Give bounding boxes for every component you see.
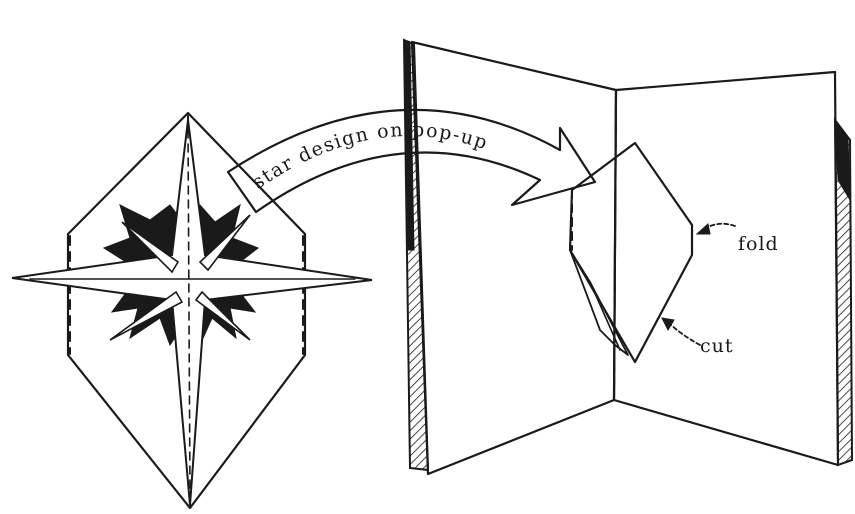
pop-up-hexagon [570,143,692,362]
cut-annotation: cut [662,318,734,357]
arrow-label: star design on pop-up [248,119,491,194]
fold-annotation: fold [697,224,779,255]
cut-label: cut [700,335,734,357]
right-page [614,72,838,465]
pop-up-card: fold cut [404,40,852,474]
four-point-star [12,120,372,505]
star-design [12,113,372,508]
fold-label: fold [738,233,779,255]
left-page [412,42,616,474]
